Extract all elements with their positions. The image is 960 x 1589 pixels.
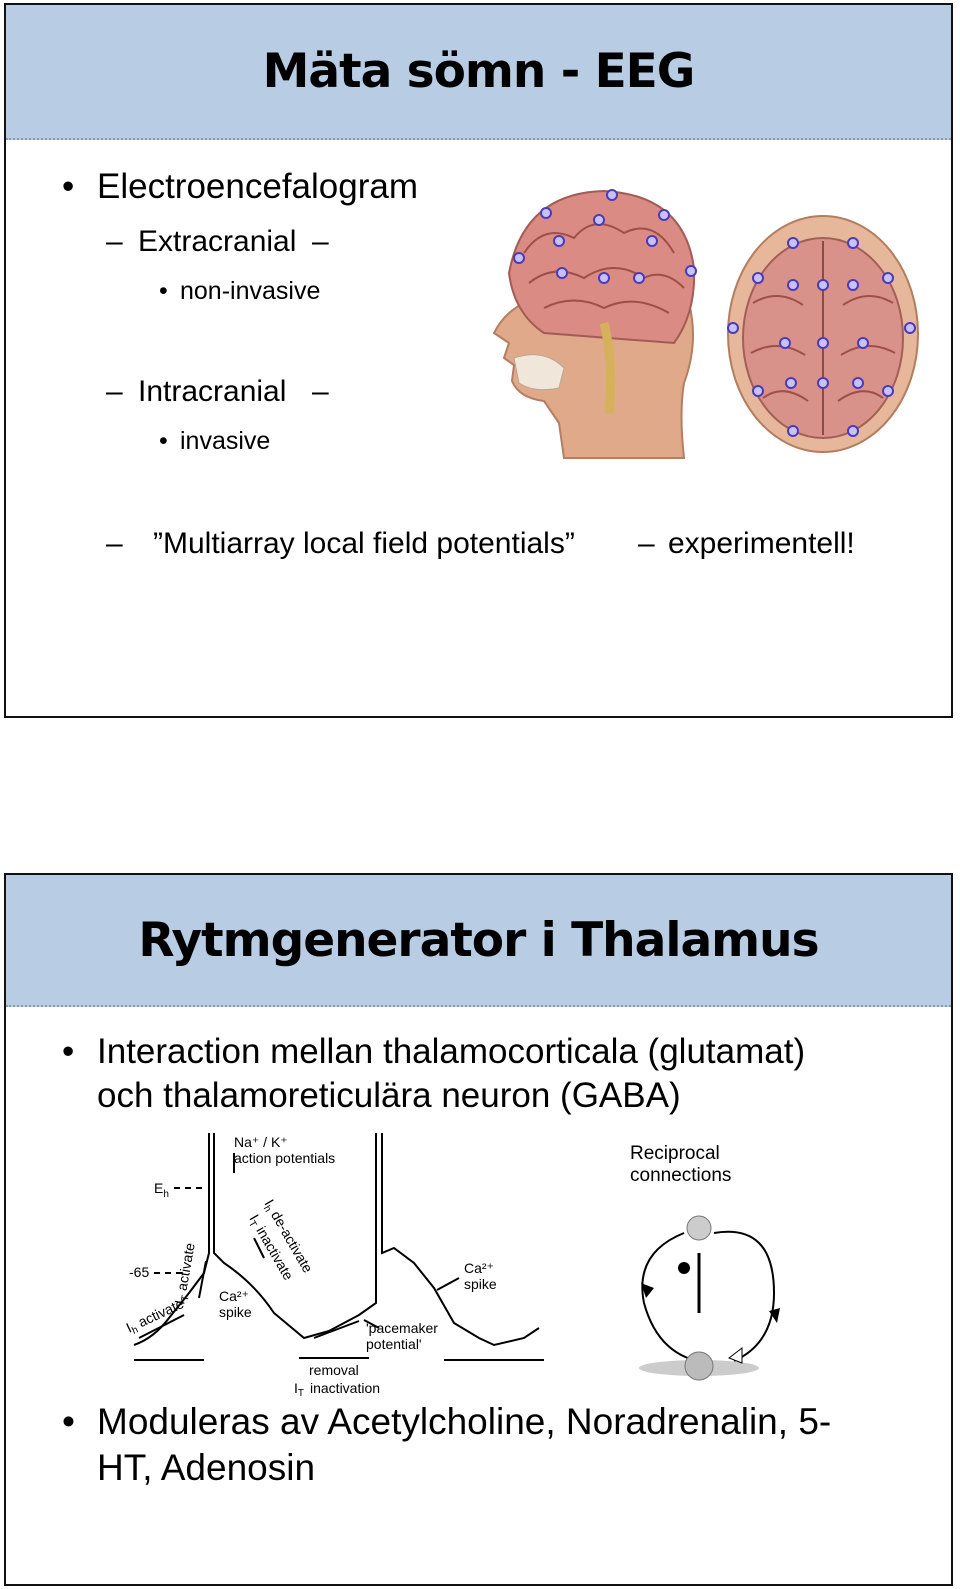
label-na-k: Na⁺ / K⁺ (234, 1134, 288, 1150)
interaction-line-2: och thalamoreticulära neuron (GABA) (97, 1076, 681, 1115)
label-ca-spike-2: Ca²⁺ (464, 1260, 494, 1276)
bullet-intracranial: Intracranial (138, 375, 287, 408)
label-ca-spike-1: Ca²⁺ (219, 1288, 249, 1304)
bullet-dot: • (159, 277, 168, 305)
label-removal: removal (309, 1362, 359, 1378)
bullet-dot: • (159, 427, 168, 455)
bullet-dot: • (62, 1032, 75, 1071)
slide-title: Rytmgenerator i Thalamus (138, 912, 819, 968)
label-spike-1: spike (219, 1304, 252, 1320)
label-pacemaker-1: 'pacemaker (366, 1320, 438, 1336)
slide-title: Mäta sömn - EEG (262, 44, 696, 99)
dash: – (638, 527, 655, 560)
label-spike-2: spike (464, 1276, 497, 1292)
bullet-eeg: Electroencefalogram (97, 167, 418, 206)
dash: – (312, 375, 329, 408)
head-top-illustration (727, 215, 919, 453)
slide-title-bar: Mäta sömn - EEG (6, 5, 951, 140)
moduleras-line-1: Moduleras av Acetylcholine, Noradrenalin… (97, 1401, 832, 1442)
dash: – (106, 375, 123, 408)
bullet-invasive: invasive (180, 427, 271, 455)
interaction-line-1: Interaction mellan thalamocorticala (glu… (97, 1032, 806, 1071)
bullet-extracranial: Extracranial (138, 225, 297, 258)
label-pacemaker-2: potential' (366, 1336, 422, 1352)
moduleras-line-2: HT, Adenosin (97, 1447, 316, 1488)
dash: – (312, 225, 329, 258)
label-reciprocal: Reciprocal (630, 1143, 720, 1164)
slide-eeg: Mäta sömn - EEG • Electroencefalogram – … (4, 3, 953, 718)
slide-title-bar: Rytmgenerator i Thalamus (6, 875, 951, 1007)
dash: – (106, 225, 123, 258)
slide-thalamus: Rytmgenerator i Thalamus • Interaction m… (4, 873, 953, 1586)
label-connections: connections (630, 1165, 731, 1186)
head-side-illustration (492, 189, 697, 459)
bullet-dot: • (62, 167, 75, 206)
bullet-multiarray: ”Multiarray local field potentials” (153, 527, 575, 560)
bullet-dot: • (62, 1401, 75, 1442)
bullet-experimentell: experimentell! (668, 527, 855, 560)
label-action-potentials: action potentials (234, 1150, 335, 1166)
thalamic-rhythm-figure: Na⁺ / K⁺ action potentials Eh -65 IT act… (124, 1133, 780, 1399)
label-minus65: -65 (129, 1264, 149, 1280)
bullet-noninvasive: non-invasive (180, 277, 321, 305)
dash: – (106, 527, 123, 560)
label-eh: Eh (154, 1180, 169, 1200)
